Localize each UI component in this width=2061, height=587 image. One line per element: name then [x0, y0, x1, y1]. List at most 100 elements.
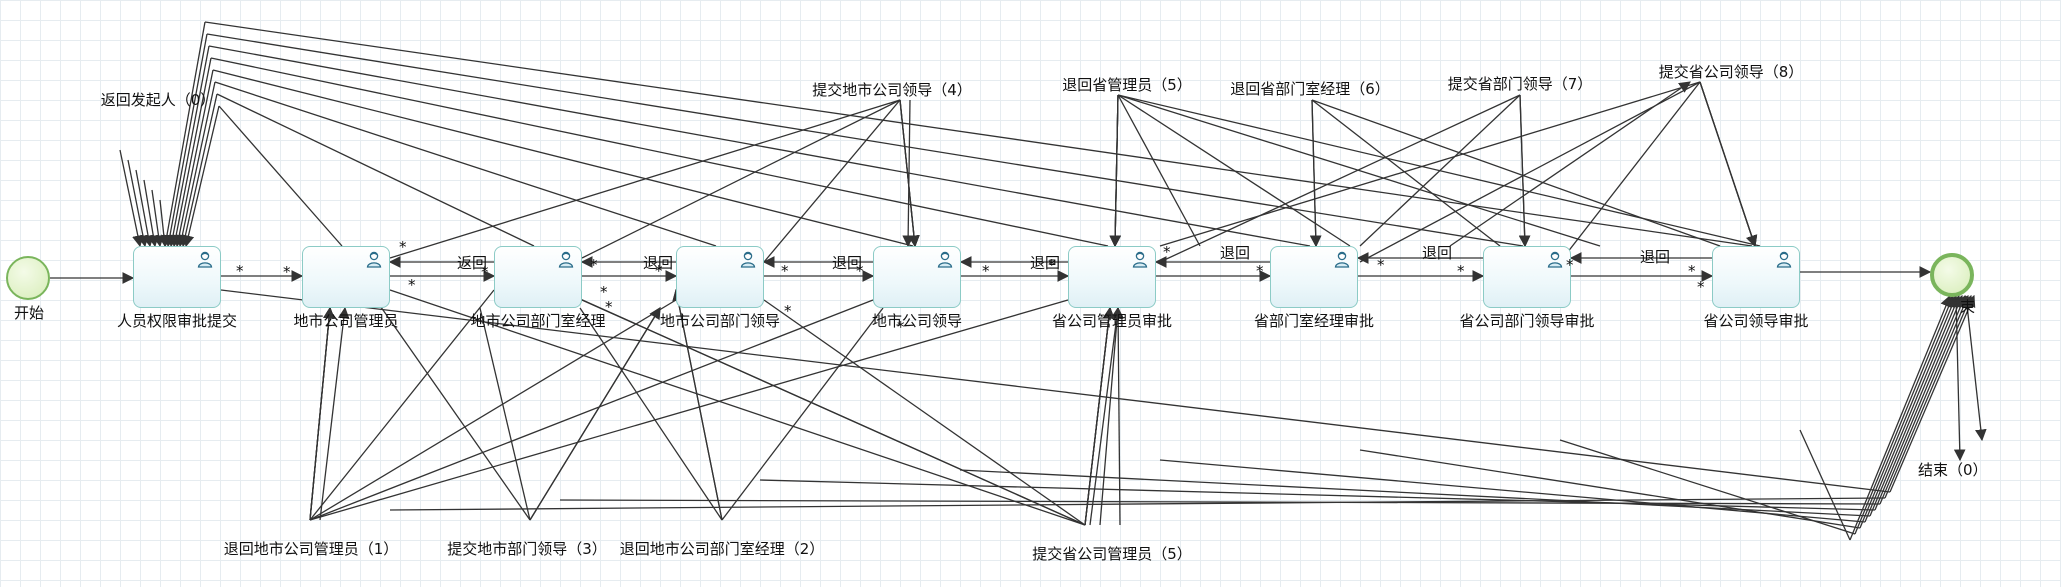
- sequence-flow[interactable]: [1879, 294, 1970, 505]
- sequence-flow[interactable]: [1117, 94, 1761, 247]
- sequence-flow[interactable]: [214, 81, 717, 247]
- task-node[interactable]: [1068, 246, 1156, 308]
- sequence-flow[interactable]: [218, 105, 343, 247]
- sequence-flow[interactable]: [579, 307, 723, 521]
- sequence-flow[interactable]: [1874, 294, 1967, 511]
- sequence-flow[interactable]: [119, 149, 144, 248]
- sequence-flow[interactable]: [559, 289, 1086, 526]
- sequence-flow[interactable]: [1864, 294, 1961, 523]
- sequence-flow[interactable]: [309, 289, 495, 521]
- sequence-flow[interactable]: [1311, 99, 1501, 247]
- sequence-flow[interactable]: [479, 307, 531, 521]
- sequence-flow[interactable]: [206, 33, 1524, 247]
- sequence-flow[interactable]: [182, 105, 220, 248]
- sequence-flow[interactable]: [1559, 81, 1701, 263]
- user-task-icon: [196, 250, 214, 272]
- task-node[interactable]: [873, 246, 961, 308]
- sequence-flow[interactable]: [581, 99, 901, 259]
- sequence-flow[interactable]: [1159, 459, 1866, 523]
- flow-label-back: 退回: [1640, 248, 1671, 266]
- sequence-flow[interactable]: [959, 469, 1871, 517]
- sequence-flow[interactable]: [1084, 306, 1115, 526]
- sequence-flow[interactable]: [216, 93, 535, 247]
- multi-instance-marker: *: [1697, 278, 1705, 296]
- sequence-flow[interactable]: [1117, 94, 1351, 247]
- flow-label-return-prov-admin: 退回省管理员（5）: [1062, 76, 1192, 94]
- sequence-flow[interactable]: [763, 99, 901, 263]
- sequence-flow[interactable]: [1099, 306, 1123, 526]
- sequence-flow[interactable]: [1159, 81, 1701, 247]
- sequence-flow[interactable]: [173, 69, 214, 248]
- sequence-flow[interactable]: [559, 499, 1881, 505]
- end-event[interactable]: [1930, 253, 1974, 297]
- task-node[interactable]: [1270, 246, 1358, 308]
- sequence-flow[interactable]: [1359, 81, 1701, 263]
- task-label: 人员权限审批提交: [116, 312, 238, 330]
- sequence-flow[interactable]: [176, 81, 216, 248]
- sequence-flow[interactable]: [1889, 294, 1976, 493]
- sequence-flow[interactable]: [375, 299, 531, 521]
- sequence-flow[interactable]: [1559, 439, 1856, 535]
- sequence-flow[interactable]: [389, 497, 1886, 511]
- sequence-flow[interactable]: [1159, 94, 1521, 263]
- sequence-flow[interactable]: [763, 299, 1086, 526]
- sequence-flow[interactable]: [309, 306, 335, 521]
- sequence-flow[interactable]: [1359, 94, 1521, 247]
- sequence-flow[interactable]: [1449, 81, 1691, 247]
- sequence-flow[interactable]: [1109, 94, 1122, 248]
- sequence-flow[interactable]: [902, 99, 914, 248]
- flow-label-back: 退回: [1220, 244, 1251, 262]
- sequence-flow[interactable]: [529, 307, 661, 521]
- task-node[interactable]: [133, 246, 221, 308]
- sequence-flow[interactable]: [1699, 81, 1758, 248]
- sequence-flow[interactable]: [672, 288, 723, 521]
- sequence-flow[interactable]: [212, 69, 914, 247]
- sequence-flow[interactable]: [204, 21, 1753, 247]
- sequence-flow[interactable]: [135, 169, 154, 248]
- task-node[interactable]: [494, 246, 582, 308]
- sequence-flow[interactable]: [170, 57, 212, 248]
- sequence-flow[interactable]: [127, 159, 149, 248]
- sequence-flow[interactable]: [167, 45, 210, 248]
- sequence-flow[interactable]: [1309, 99, 1322, 248]
- task-node[interactable]: [1712, 246, 1800, 308]
- sequence-flow[interactable]: [1518, 94, 1531, 248]
- sequence-flow[interactable]: [1953, 295, 1966, 462]
- sequence-flow[interactable]: [1869, 294, 1964, 517]
- task-node[interactable]: [676, 246, 764, 308]
- sequence-flow[interactable]: [1854, 294, 1955, 535]
- start-event[interactable]: [6, 256, 50, 300]
- sequence-flow[interactable]: [208, 45, 1311, 247]
- sequence-flow[interactable]: [143, 179, 160, 248]
- sequence-flow[interactable]: [319, 306, 350, 521]
- flow-label-submit-prov-dept-leader: 提交省部门领导（7）: [1447, 75, 1593, 93]
- multi-instance-marker: *: [605, 298, 613, 316]
- sequence-flow[interactable]: [164, 33, 208, 248]
- sequence-flow[interactable]: [1799, 429, 1851, 541]
- sequence-flow[interactable]: [158, 199, 170, 248]
- sequence-flow[interactable]: [1112, 306, 1124, 526]
- sequence-flow[interactable]: [179, 93, 218, 248]
- sequence-flow[interactable]: [210, 57, 1109, 247]
- sequence-flow[interactable]: [1359, 449, 1861, 529]
- sequence-flow[interactable]: [1311, 99, 1721, 247]
- user-task-icon: [739, 250, 757, 272]
- sequence-flow[interactable]: [1859, 294, 1958, 529]
- sequence-flow[interactable]: [759, 479, 1876, 511]
- sequence-flow[interactable]: [1849, 294, 1952, 541]
- sequence-flow[interactable]: [1965, 295, 1987, 442]
- sequence-flow[interactable]: [721, 307, 884, 521]
- sequence-flow[interactable]: [220, 289, 1891, 493]
- sequence-flow[interactable]: [309, 299, 874, 521]
- sequence-flow[interactable]: [309, 299, 677, 521]
- sequence-flow[interactable]: [309, 299, 1069, 521]
- sequence-flow[interactable]: [1117, 94, 1601, 247]
- sequence-flow[interactable]: [389, 99, 901, 259]
- user-task-icon: [557, 250, 575, 272]
- sequence-flow[interactable]: [1117, 94, 1201, 247]
- task-node[interactable]: [1483, 246, 1571, 308]
- sequence-flow[interactable]: [161, 21, 206, 248]
- sequence-flow[interactable]: [899, 99, 920, 248]
- sequence-flow[interactable]: [1089, 306, 1123, 526]
- task-node[interactable]: [302, 246, 390, 308]
